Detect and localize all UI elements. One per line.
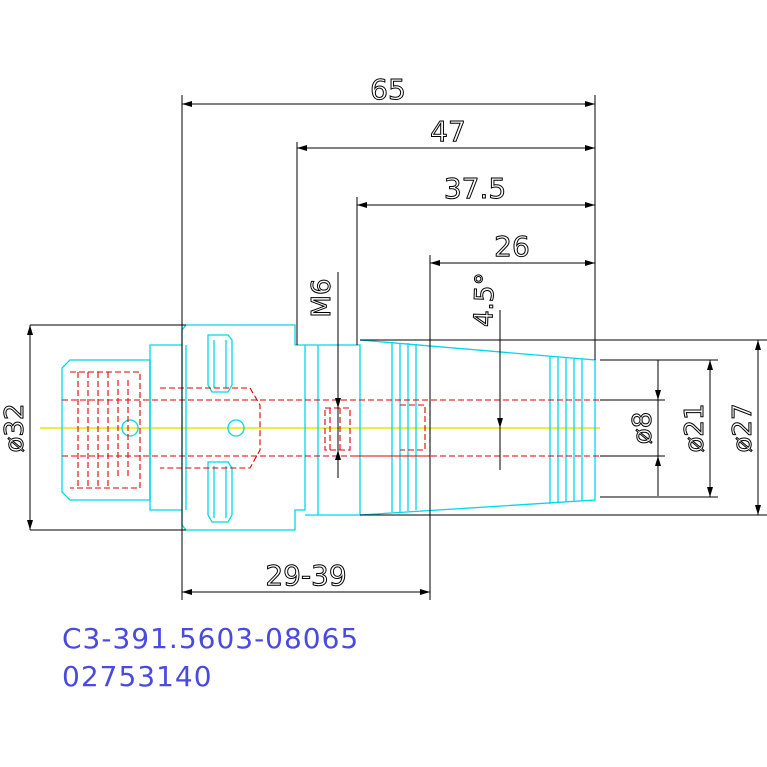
dim-dia21-label: ø21 — [680, 404, 710, 453]
dim-dia8-label: ø8 — [628, 412, 658, 444]
dim-65-label: 65 — [370, 73, 406, 106]
hidden-lines — [62, 371, 600, 489]
dim-29-39-label: 29-39 — [265, 559, 346, 592]
dim-26-label: 26 — [494, 230, 530, 263]
dim-37-5-label: 37.5 — [444, 172, 506, 205]
part-number: 02753140 — [62, 660, 213, 693]
angle-label: 4.5° — [469, 272, 501, 327]
dim-dia27-label: ø27 — [728, 404, 758, 453]
dim-47-label: 47 — [430, 115, 466, 148]
dim-dia32-label: ø32 — [0, 404, 30, 453]
m6-label: M6 — [307, 279, 337, 318]
part-code: C3-391.5603-08065 — [62, 622, 360, 655]
dimension-lines — [27, 95, 767, 600]
